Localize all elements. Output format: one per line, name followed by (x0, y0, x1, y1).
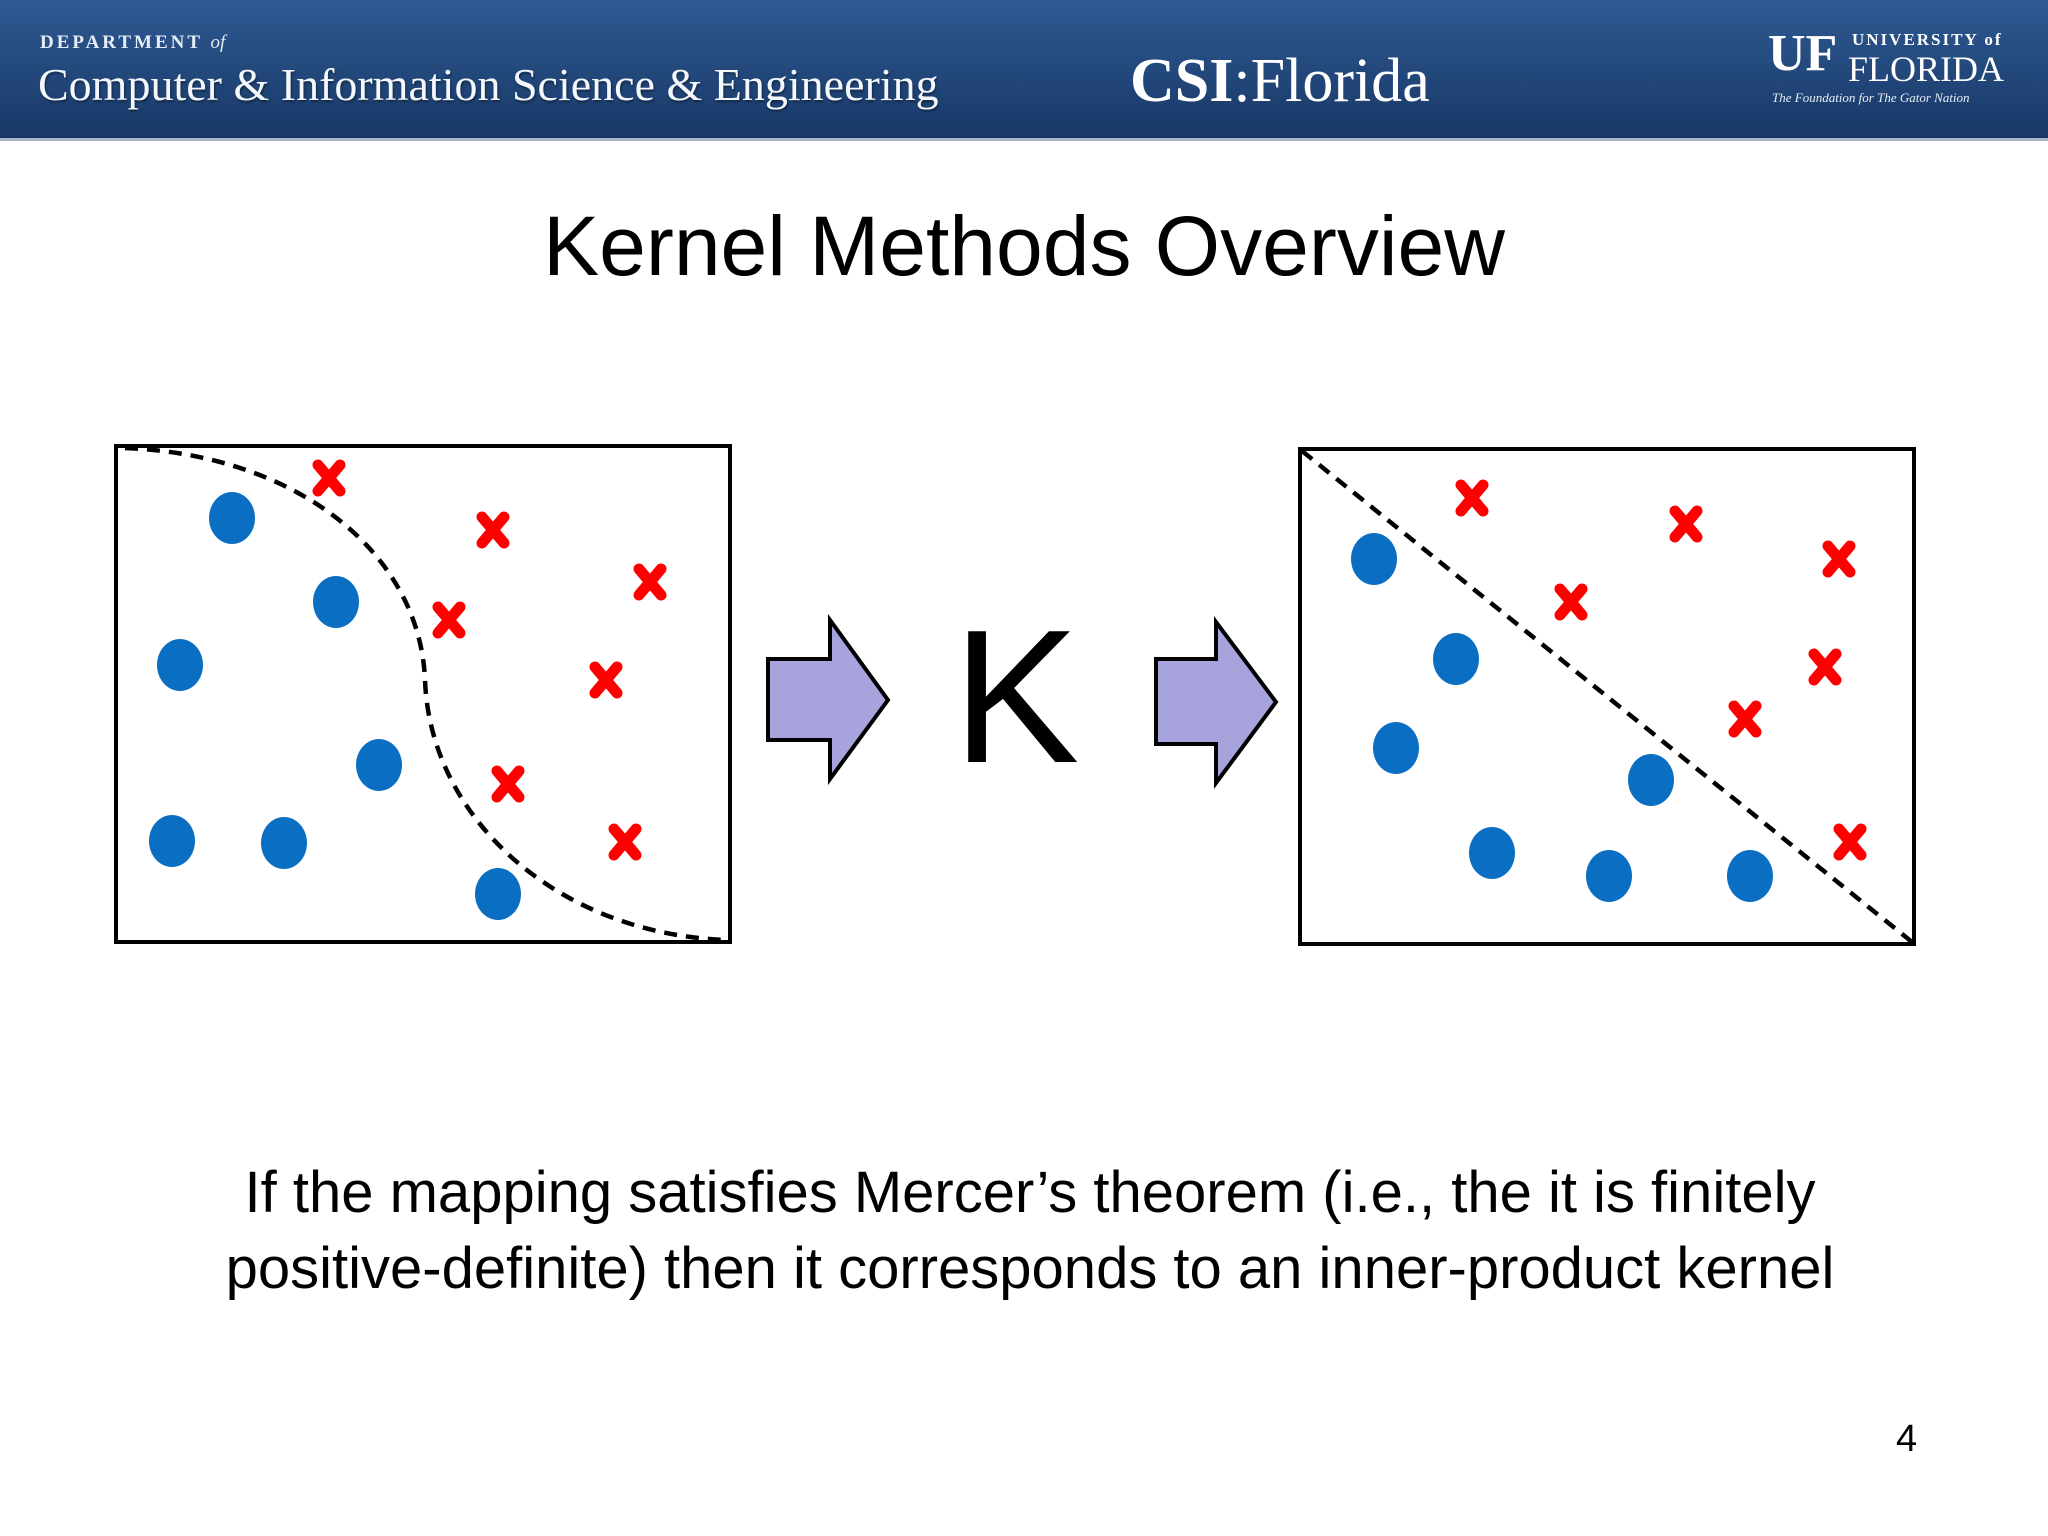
cross-point (633, 563, 667, 601)
feature-space-panel (1298, 447, 1916, 946)
cross-point (608, 823, 642, 861)
slide-caption: If the mapping satisfies Mercer’s theore… (120, 1155, 1940, 1307)
kernel-symbol: K (953, 591, 1080, 803)
cross-point (1808, 648, 1842, 686)
circle-point (209, 492, 255, 544)
uf-mark: UF (1768, 25, 1838, 82)
circle-point (1469, 827, 1515, 879)
caption-line-2: positive-definite) then it corresponds t… (225, 1236, 1835, 1301)
circle-point (1433, 633, 1479, 685)
class-b-points (312, 459, 667, 861)
circle-point (475, 868, 521, 920)
input-space-panel (114, 444, 732, 944)
class-b-points (1455, 479, 1867, 861)
uf-florida-text: FLORIDA (1848, 49, 2005, 89)
cross-point (1833, 823, 1867, 861)
page-number: 4 (1896, 1418, 1918, 1460)
cross-point (476, 511, 510, 549)
right-arrow-icon (766, 613, 891, 786)
cross-point (589, 661, 623, 699)
cross-point (491, 765, 525, 803)
class-a-points (149, 492, 521, 920)
circle-point (1628, 754, 1674, 806)
cross-point (1822, 540, 1856, 578)
cross-point (432, 601, 466, 639)
csi-florida-logo: CSI:Florida (1130, 47, 1430, 115)
uf-tagline: The Foundation for The Gator Nation (1772, 90, 1970, 105)
right-arrow-icon (1154, 616, 1279, 790)
uf-university-text: UNIVERSITY of (1852, 30, 2003, 49)
slide-title: Kernel Methods Overview (543, 199, 1505, 293)
circle-point (149, 815, 195, 867)
cross-point (1669, 505, 1703, 543)
caption-line-1: If the mapping satisfies Mercer’s theore… (244, 1160, 1816, 1225)
circle-point (356, 739, 402, 791)
department-label: DEPARTMENT of (40, 32, 226, 53)
circle-point (313, 576, 359, 628)
class-a-points (1351, 533, 1773, 902)
circle-point (1727, 850, 1773, 902)
cross-point (312, 459, 346, 497)
uf-logo: UF UNIVERSITY of FLORIDA The Foundation … (1768, 28, 2022, 110)
nonlinear-boundary (124, 445, 729, 943)
cross-point (1554, 583, 1588, 621)
header-banner: DEPARTMENT of Computer & Information Sci… (0, 0, 2048, 141)
circle-point (1586, 850, 1632, 902)
department-name: Computer & Information Science & Enginee… (38, 59, 939, 110)
cross-point (1455, 479, 1489, 517)
circle-point (1373, 722, 1419, 774)
circle-point (157, 639, 203, 691)
circle-point (1351, 533, 1397, 585)
cross-point (1728, 700, 1762, 738)
circle-point (261, 817, 307, 869)
